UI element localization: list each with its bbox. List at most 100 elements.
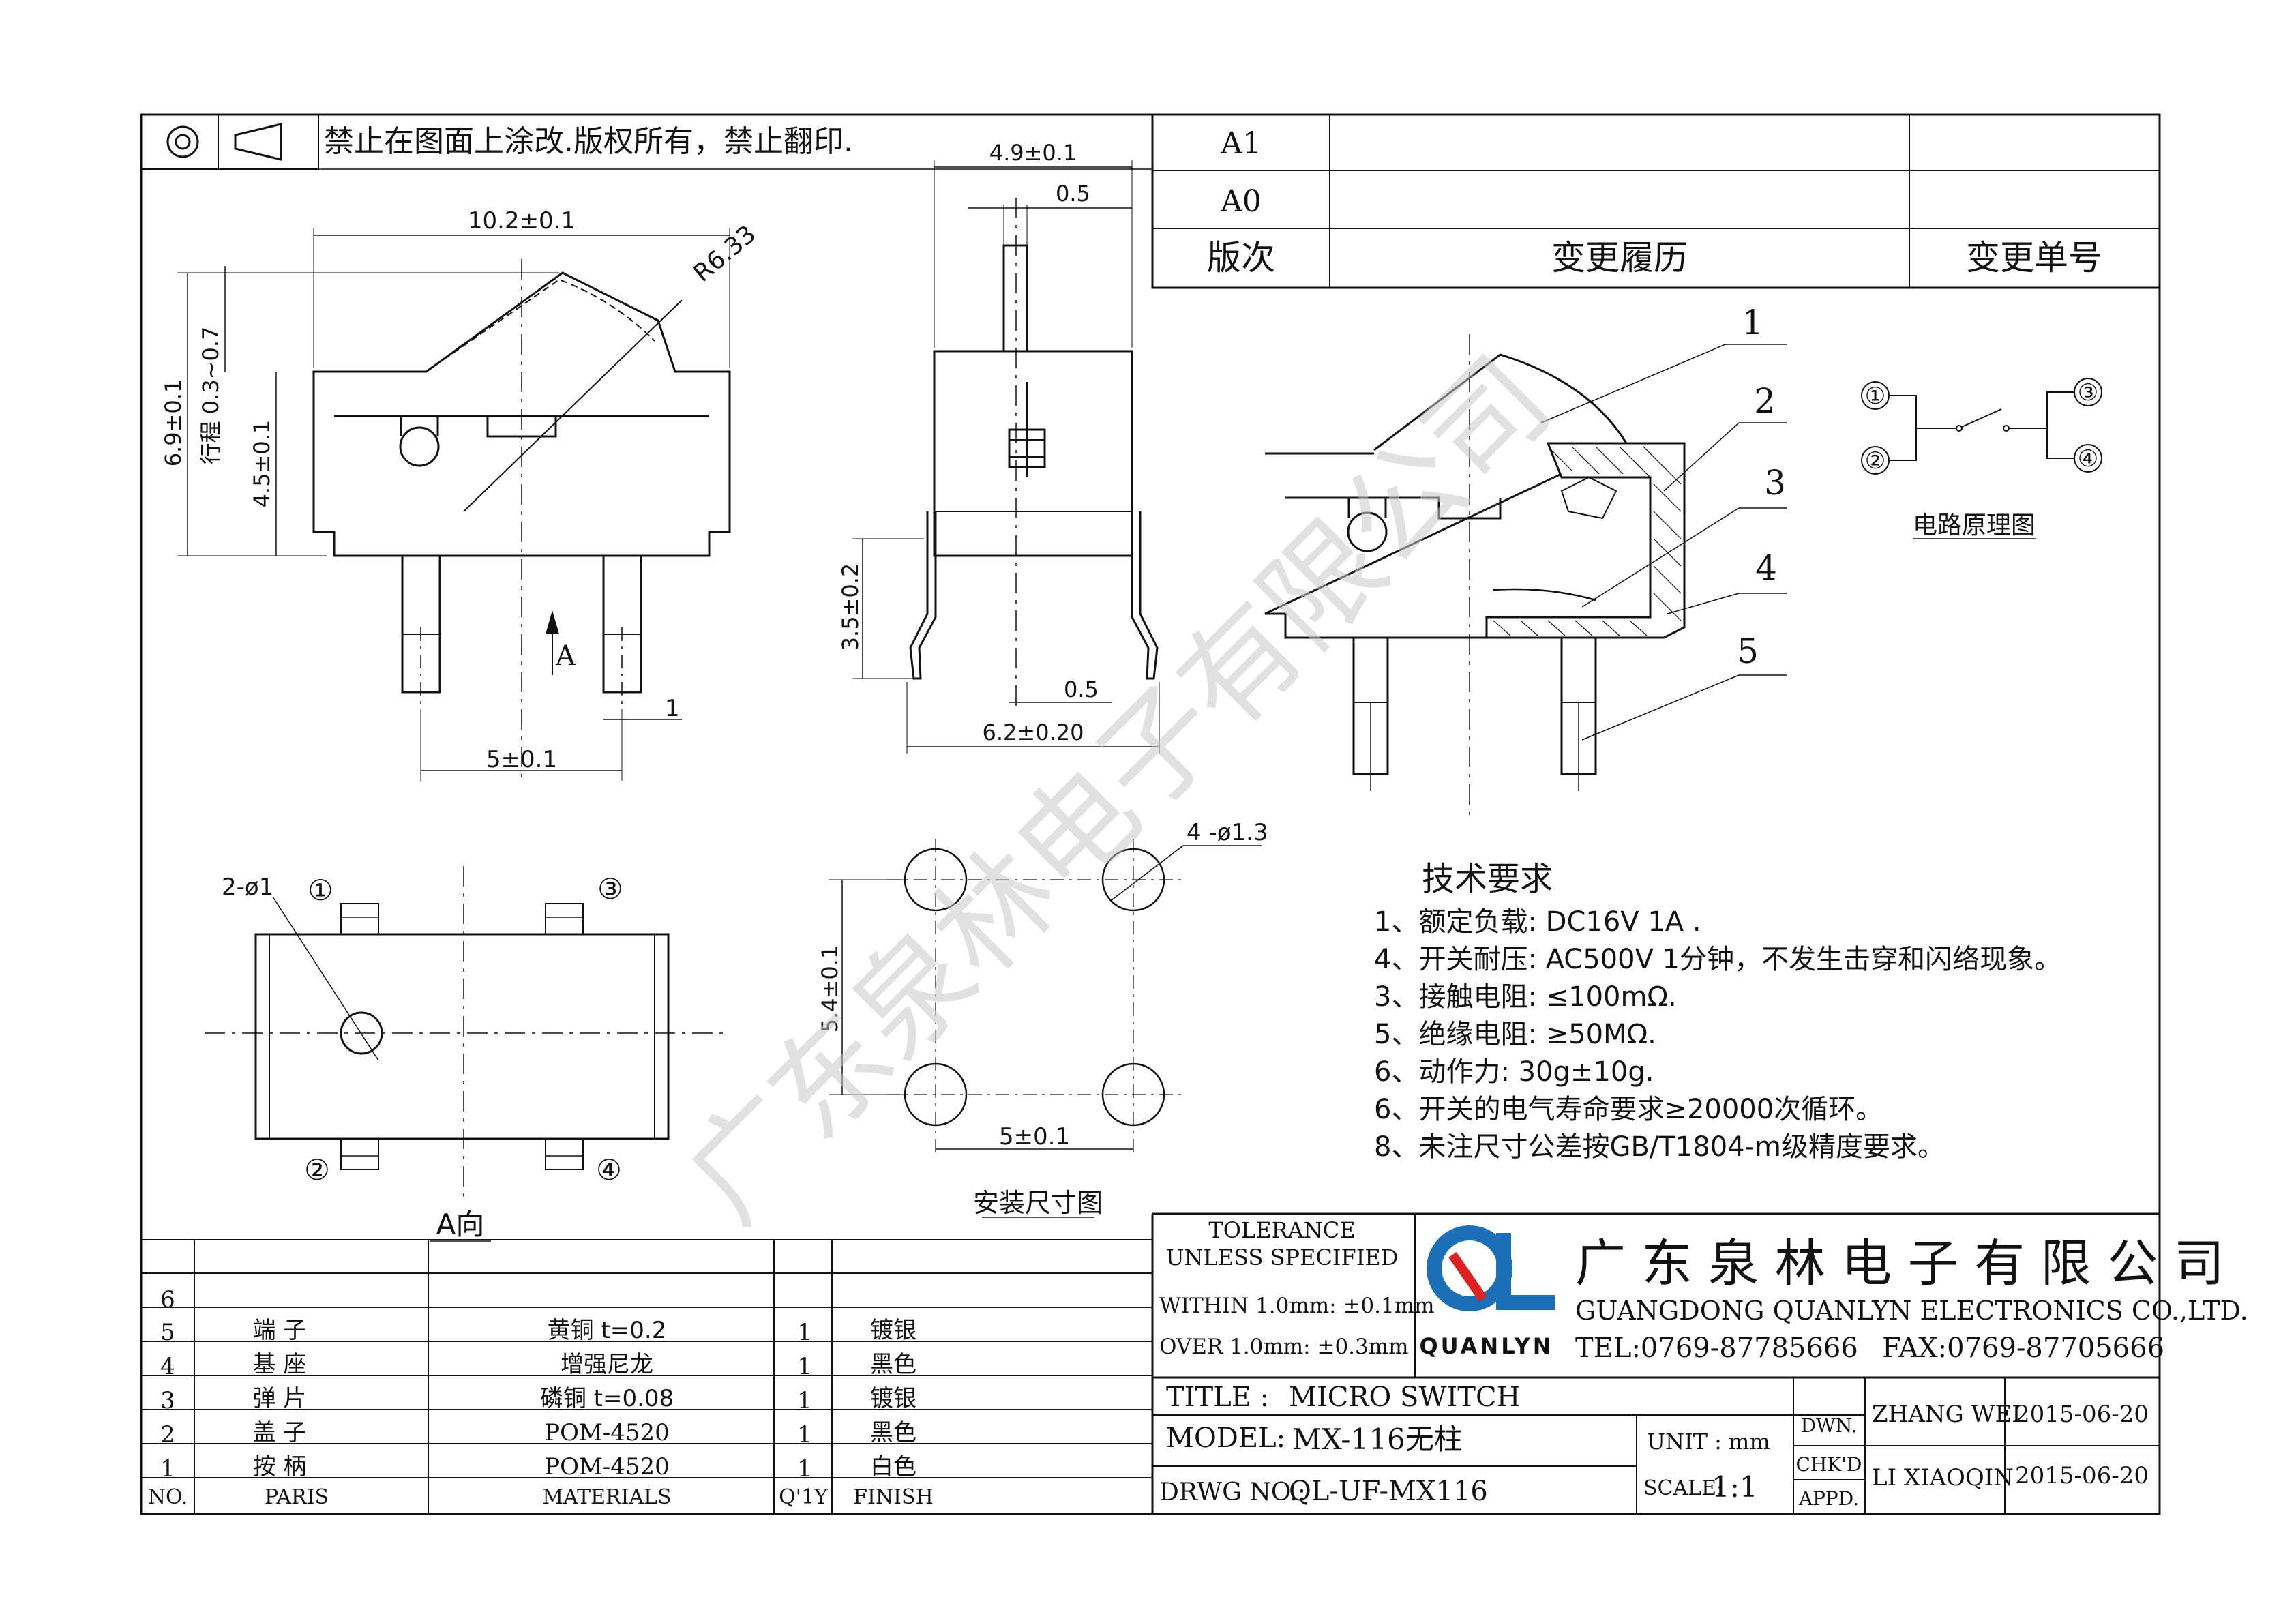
dim-height: 6.9±0.1 xyxy=(160,379,186,467)
bom-finish: 黑色 xyxy=(870,1351,916,1378)
tolerance-subtitle: UNLESS SPECIFIED xyxy=(1166,1245,1399,1270)
tech-title: 技术要求 xyxy=(1422,860,1553,898)
bom-qty: 1 xyxy=(797,1319,812,1346)
dim-base-width: 6.2±0.20 xyxy=(983,719,1084,745)
table-row: 3 弹 片 磷铜 t=0.08 1 镀银 xyxy=(160,1385,916,1414)
drwg-label: DRWG NO.: xyxy=(1159,1478,1306,1506)
bom-no: 5 xyxy=(160,1319,175,1346)
dim-side-width: 4.9±0.1 xyxy=(989,140,1077,166)
bom-finish: 镀银 xyxy=(870,1317,916,1344)
dim-travel: 行程 0.3~0.7 xyxy=(198,327,224,465)
tolerance-within: WITHIN 1.0mm: ±0.1mm xyxy=(1159,1294,1435,1318)
tech-requirements: 技术要求 1、额定负载: DC16V 1A . 4、开关耐压: AC500V 1… xyxy=(1374,860,2061,1163)
company-tel: TEL:0769-87785666 xyxy=(1575,1332,1858,1364)
dim-mount-holes: 4 -ø1.3 xyxy=(1187,819,1268,846)
bom-table xyxy=(141,1214,1154,1514)
bottom-pin-3: ③ xyxy=(597,872,623,906)
front-view xyxy=(177,228,731,784)
bom-no: 4 xyxy=(160,1353,175,1380)
view-a-label: A向 xyxy=(436,1208,485,1241)
copyright-notice: 禁止在图面上涂改.版权所有，禁止翻印. xyxy=(324,124,853,159)
bom-header-finish: FINISH xyxy=(853,1485,933,1509)
mounting-view xyxy=(829,839,1262,1218)
dim-body-height: 4.5±0.1 xyxy=(249,420,275,508)
tech-item: 3、接触电阻: ≤100mΩ. xyxy=(1374,981,1677,1013)
bom-qty: 1 xyxy=(797,1353,812,1380)
bom-qty: 1 xyxy=(797,1421,812,1448)
bom-header-qty: Q'1Y xyxy=(779,1485,829,1509)
callout-1: 1 xyxy=(1742,303,1763,342)
drawn-date: 2015-06-20 xyxy=(2015,1401,2149,1428)
bom-material: POM-4520 xyxy=(544,1419,670,1446)
mount-title: 安装尺寸图 xyxy=(973,1188,1103,1218)
bom-qty: 1 xyxy=(797,1455,812,1483)
tolerance-title: TOLERANCE xyxy=(1208,1217,1355,1243)
bom-finish: 白色 xyxy=(870,1453,916,1480)
appd-label: APPD. xyxy=(1798,1487,1859,1510)
bottom-view xyxy=(205,866,723,1242)
revision-header-history: 变更履历 xyxy=(1551,238,1688,278)
bom-finish: 黑色 xyxy=(870,1419,916,1446)
bottom-pin-4: ④ xyxy=(596,1153,622,1187)
callout-5: 5 xyxy=(1737,631,1759,671)
title-label: TITLE : xyxy=(1166,1382,1269,1413)
tolerance-over: OVER 1.0mm: ±0.3mm xyxy=(1159,1335,1409,1359)
table-row: 1 按 柄 POM-4520 1 白色 xyxy=(160,1453,916,1483)
bom-material: 黄铜 t=0.2 xyxy=(548,1317,667,1344)
dim-pin-width: 1 xyxy=(665,695,680,722)
revision-table: A1 A0 版次 变更履历 变更单号 xyxy=(1151,113,2161,289)
company-name-en: GUANGDONG QUANLYN ELECTRONICS CO.,LTD. xyxy=(1575,1296,2248,1326)
circuit-title: 电路原理图 xyxy=(1913,511,2036,539)
circuit-pin-4: ④ xyxy=(2078,445,2098,473)
title-block xyxy=(1152,1212,2160,1514)
bom-rows: 6 5 端 子 黄铜 t=0.2 1 镀银 4 基 座 增强尼龙 1 黑色 3 … xyxy=(148,1286,934,1509)
dim-plunger: 0.5 xyxy=(1056,181,1090,207)
drawer-name: ZHANG WEI xyxy=(1872,1401,2021,1428)
dim-pin-thickness: 0.5 xyxy=(1064,676,1099,702)
drwg-value: QL-UF-MX116 xyxy=(1289,1476,1488,1507)
revision-a1: A1 xyxy=(1220,126,1262,161)
bom-qty: 1 xyxy=(797,1387,812,1414)
dim-mount-vertical: 5.4±0.1 xyxy=(817,945,843,1033)
table-row: 2 盖 子 POM-4520 1 黑色 xyxy=(160,1419,916,1448)
bom-header-no: NO. xyxy=(148,1485,188,1509)
bom-part: 按 柄 xyxy=(253,1453,307,1480)
bom-no: 3 xyxy=(160,1387,175,1414)
model-value: MX-116无柱 xyxy=(1292,1423,1463,1456)
side-view xyxy=(852,160,1160,754)
dim-pin-pitch: 5±0.1 xyxy=(486,746,557,773)
model-label: MODEL: xyxy=(1166,1423,1285,1454)
revision-a0: A0 xyxy=(1220,184,1262,219)
bom-no: 2 xyxy=(160,1421,175,1448)
unit-label: UNIT : xyxy=(1647,1429,1722,1455)
bottom-pin-2: ② xyxy=(304,1153,330,1187)
bottom-pin-1: ① xyxy=(308,874,333,907)
revision-header-number: 变更单号 xyxy=(1966,238,2102,278)
tech-item: 4、开关耐压: AC500V 1分钟，不发生击穿和闪络现象。 xyxy=(1374,944,2061,975)
circuit-pin-1: ① xyxy=(1865,383,1885,410)
projection-symbol-icon xyxy=(166,123,282,161)
bom-part: 基 座 xyxy=(253,1351,307,1378)
tech-item: 6、动作力: 30g±10g. xyxy=(1374,1056,1654,1088)
bom-material: POM-4520 xyxy=(544,1453,670,1480)
circuit-pin-2: ② xyxy=(1865,447,1885,475)
bom-finish: 镀银 xyxy=(870,1385,916,1412)
bom-header: NO. PARIS MATERIALS Q'1Y FINISH xyxy=(148,1485,934,1509)
bom-material: 磷铜 t=0.08 xyxy=(540,1385,674,1412)
table-row: 5 端 子 黄铜 t=0.2 1 镀银 xyxy=(160,1317,916,1346)
dwn-label: DWN. xyxy=(1801,1414,1858,1437)
company-fax: FAX:0769-87705666 xyxy=(1882,1332,2164,1364)
tech-item: 6、开关的电气寿命要求≥20000次循环。 xyxy=(1374,1094,1883,1125)
tech-item: 5、绝缘电阻: ≥50MΩ. xyxy=(1374,1019,1656,1050)
bom-part: 弹 片 xyxy=(253,1385,307,1412)
dim-radius: R6.33 xyxy=(688,220,761,288)
title-value: MICRO SWITCH xyxy=(1289,1382,1520,1413)
unit-value: mm xyxy=(1729,1429,1770,1455)
chkd-label: CHK'D xyxy=(1796,1453,1862,1476)
bom-header-materials: MATERIALS xyxy=(542,1485,671,1509)
revision-header-version: 版次 xyxy=(1207,238,1275,278)
title-fields: TITLE : MICRO SWITCH MODEL: MX-116无柱 DRW… xyxy=(1159,1382,2149,1510)
callout-3: 3 xyxy=(1764,463,1786,503)
scale-label: SCALE: xyxy=(1643,1476,1723,1500)
